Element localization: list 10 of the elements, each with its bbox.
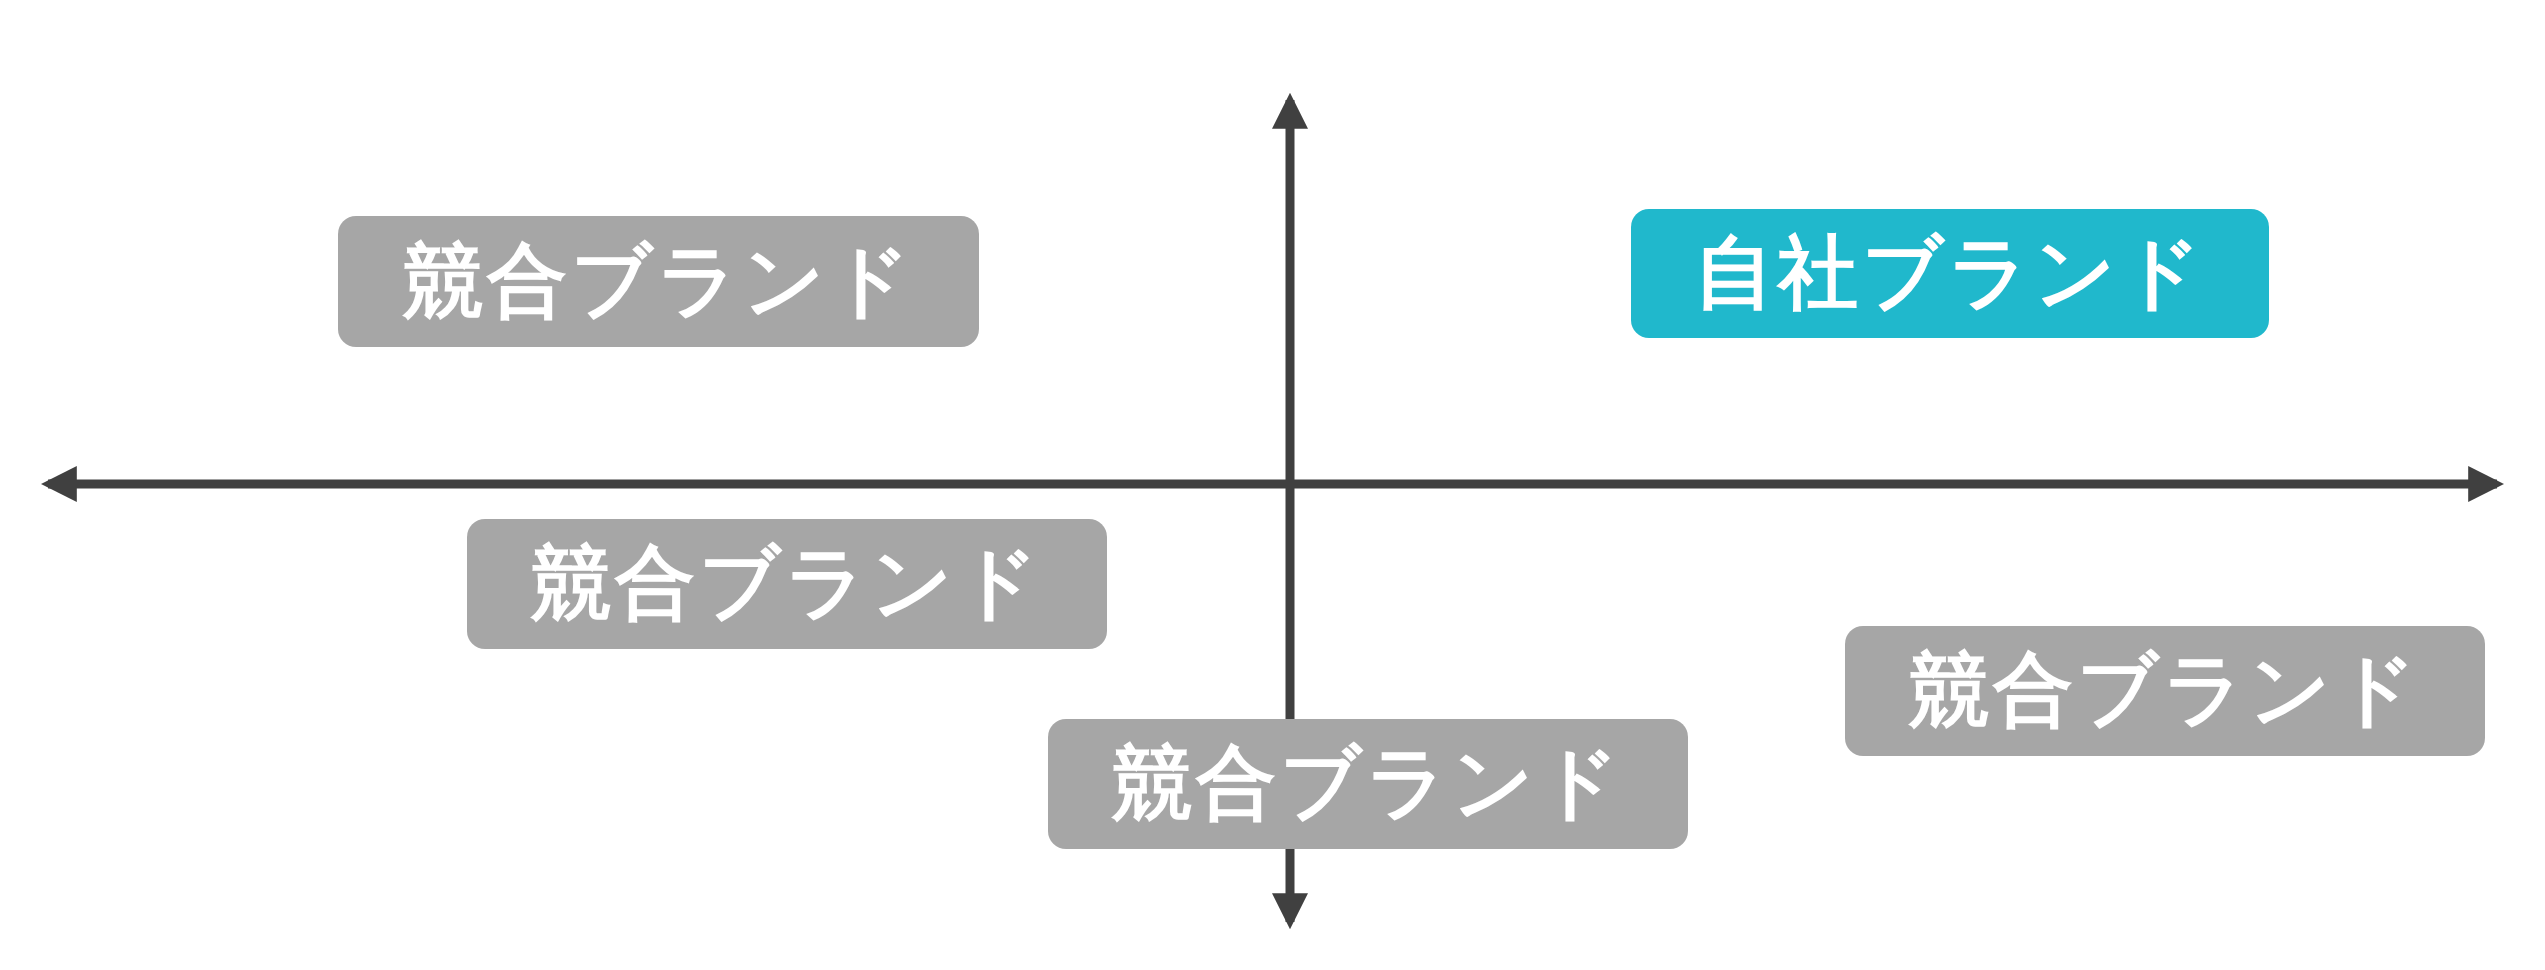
brand-box (1631, 209, 2269, 338)
brand-label: 自社ブランド (1694, 224, 2206, 321)
brand-label: 競合ブランド (1909, 642, 2421, 738)
brand-label: 競合ブランド (1112, 735, 1624, 831)
brand-label: 競合ブランド (402, 232, 915, 329)
brand-box (1845, 626, 2485, 756)
brand-box (338, 216, 979, 347)
brand-box (1048, 719, 1688, 849)
brand-box (467, 519, 1107, 649)
brand-label: 競合ブランド (531, 535, 1043, 631)
